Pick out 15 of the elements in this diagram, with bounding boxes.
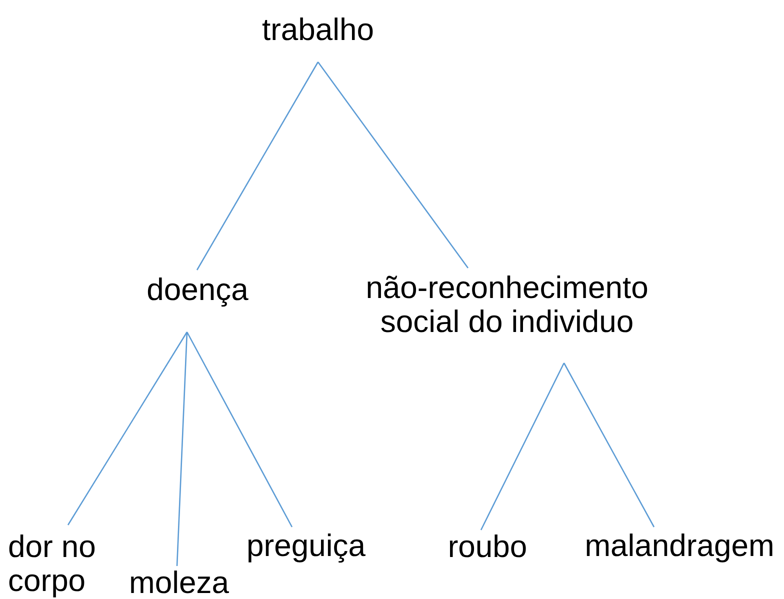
node-label: trabalho (262, 13, 374, 47)
node-label: dor no corpo (8, 530, 97, 598)
connector-line (480, 362, 565, 530)
connector-line (563, 362, 655, 528)
node-label: malandragem (584, 529, 774, 563)
connector-line (196, 62, 319, 270)
connector-line (67, 332, 188, 526)
node-label: roubo (448, 530, 528, 564)
node-label: não-reconhecimento social do individuo (364, 271, 650, 339)
connector-line (176, 332, 188, 566)
connector-line (317, 62, 469, 268)
node-label: doença (146, 273, 248, 307)
node-label: preguiça (246, 529, 366, 563)
node-label: moleza (129, 566, 229, 599)
connector-line (186, 332, 293, 528)
